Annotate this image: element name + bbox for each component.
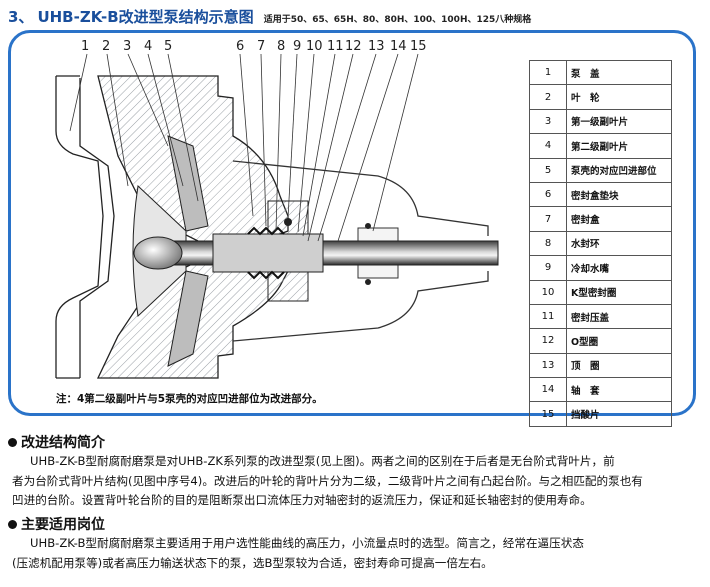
part-number: 13 xyxy=(529,352,567,379)
part-number: 1 xyxy=(529,59,567,86)
paragraph-line: UHB-ZK-B型耐腐耐磨泵是对UHB-ZK系列泵的改进型泵(见上图)。两者之间… xyxy=(30,454,615,468)
callout-5: 5 xyxy=(164,39,172,54)
bullet-icon xyxy=(8,519,17,529)
part-number: 10 xyxy=(529,279,567,305)
callout-10: 10 xyxy=(306,39,323,54)
part-name: 密封盒垫块 xyxy=(566,181,672,208)
callout-3: 3 xyxy=(123,39,131,54)
callout-13: 13 xyxy=(368,39,385,54)
bullet-icon xyxy=(8,437,17,447)
part-number: 7 xyxy=(529,206,567,232)
part-name: O型圈 xyxy=(566,328,672,354)
section-title: 主要适用岗位 xyxy=(21,517,105,533)
section-title: 改进结构简介 xyxy=(21,435,105,451)
part-number: 14 xyxy=(529,377,567,403)
paragraph-line: UHB-ZK-B型耐腐耐磨泵主要适用于用户选性能曲线的高压力，小流量点时的选型。… xyxy=(30,536,584,550)
part-number: 12 xyxy=(529,328,567,354)
part-name: 叶 轮 xyxy=(566,84,672,110)
part-number: 9 xyxy=(529,255,567,281)
paragraph-line: (压滤机配用泵等)或者高压力输送状态下的泵，选B型泵较为合适，密封寿命可提高一倍… xyxy=(12,555,493,570)
callout-1: 1 xyxy=(81,39,89,54)
pump-cross-section-drawing: 1 2 3 4 5 6 7 8 9 10 11 12 13 14 15 xyxy=(55,39,499,379)
heading-number: 3、 xyxy=(8,8,34,26)
part-number: 8 xyxy=(529,230,567,257)
part-name: 水封环 xyxy=(566,230,672,257)
part-name: 冷却水嘴 xyxy=(566,255,672,281)
part-name: K型密封圈 xyxy=(566,279,672,305)
callout-6: 6 xyxy=(236,39,244,54)
page-heading: 3、 UHB-ZK-B改进型泵结构示意图 适用于50、65、65H、80、80H… xyxy=(8,6,531,28)
part-number: 3 xyxy=(529,108,567,135)
callout-4: 4 xyxy=(144,39,152,54)
part-name: 顶 圈 xyxy=(566,352,672,379)
diagram-frame xyxy=(8,30,696,416)
callout-15: 15 xyxy=(410,39,427,54)
part-number: 5 xyxy=(529,157,567,183)
callout-7: 7 xyxy=(257,39,265,54)
part-name: 第一级副叶片 xyxy=(566,108,672,135)
callout-12: 12 xyxy=(345,39,362,54)
callout-11: 11 xyxy=(327,39,344,54)
callout-14: 14 xyxy=(390,39,407,54)
section-improvement-body: UHB-ZK-B型耐腐耐磨泵是对UHB-ZK系列泵的改进型泵(见上图)。两者之间… xyxy=(12,452,702,511)
section-improvement-heading: 改进结构简介 xyxy=(8,432,105,452)
part-name: 密封压盖 xyxy=(566,303,672,330)
paragraph-line: 者为台阶式背叶片结构(见图中序号4)。改进后的叶轮的背叶片分为二级，二级背叶片之… xyxy=(12,473,643,488)
part-name: 挡酸片 xyxy=(566,401,672,427)
section-application-body: UHB-ZK-B型耐腐耐磨泵主要适用于用户选性能曲线的高压力，小流量点时的选型。… xyxy=(12,534,702,573)
heading-title: UHB-ZK-B改进型泵结构示意图 xyxy=(37,8,254,26)
section-application-heading: 主要适用岗位 xyxy=(8,514,105,534)
diagram-note: 注：4第二级副叶片与5泵壳的对应凹进部位为改进部分。 xyxy=(56,393,323,405)
part-number: 15 xyxy=(529,401,567,427)
part-number: 11 xyxy=(529,303,567,330)
callout-2: 2 xyxy=(102,39,110,54)
part-number: 4 xyxy=(529,133,567,159)
part-number: 6 xyxy=(529,181,567,208)
part-name: 轴 套 xyxy=(566,377,672,403)
part-name: 密封盒 xyxy=(566,206,672,232)
paragraph-line: 凹进的台阶。设置背叶轮台阶的目的是阻断泵出口流体压力对轴密封的返流压力，保证和延… xyxy=(12,493,592,507)
callout-8: 8 xyxy=(277,39,285,54)
heading-scope: 适用于50、65、65H、80、80H、100、100H、125八种规格 xyxy=(263,15,532,25)
callout-9: 9 xyxy=(293,39,301,54)
part-name: 第二级副叶片 xyxy=(566,133,672,159)
part-name: 泵壳的对应凹进部位 xyxy=(566,157,672,183)
part-number: 2 xyxy=(529,84,567,110)
part-name: 泵 盖 xyxy=(566,59,672,86)
